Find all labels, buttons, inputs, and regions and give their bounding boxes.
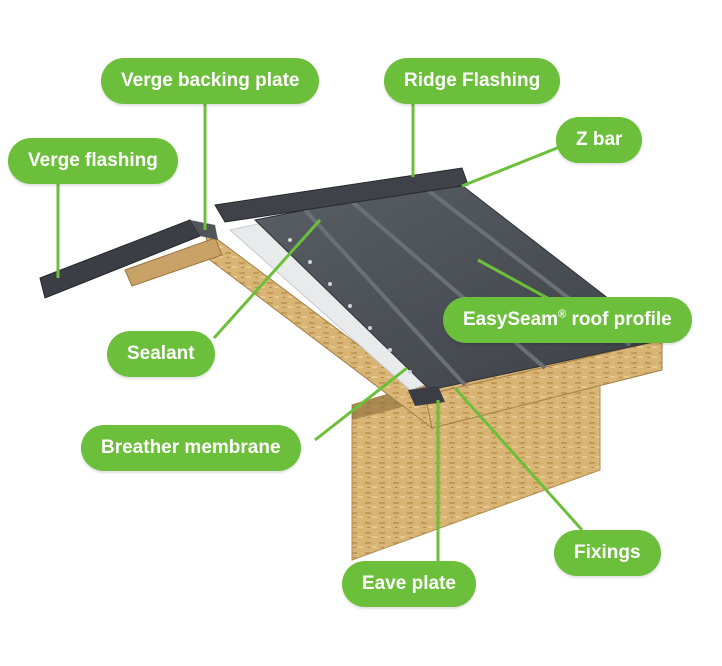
- label-verge-backing-plate: Verge backing plate: [101, 58, 320, 104]
- leader-z-bar: [461, 140, 573, 188]
- label-easyseam-roof-profile: EasySeam® roof profile: [443, 297, 692, 343]
- label-sealant: Sealant: [107, 331, 215, 377]
- label-verge-flashing: Verge flashing: [8, 138, 178, 184]
- label-breather-membrane: Breather membrane: [81, 425, 301, 471]
- leader-breather: [314, 366, 408, 442]
- seam-1: [303, 208, 467, 387]
- easyseam-name: EasySeam: [463, 309, 559, 330]
- leader-fixings: [453, 387, 584, 531]
- label-z-bar: Z bar: [556, 117, 643, 163]
- registered-mark: ®: [558, 308, 567, 321]
- leader-sealant: [212, 218, 322, 340]
- label-eave-plate: Eave plate: [342, 561, 476, 607]
- label-ridge-flashing: Ridge Flashing: [384, 58, 561, 104]
- verge-batten: [124, 237, 223, 287]
- fixing-screws: [288, 238, 412, 374]
- label-fixings: Fixings: [554, 530, 661, 576]
- eave-plate: [408, 386, 445, 406]
- easyseam-suffix: roof profile: [566, 309, 672, 330]
